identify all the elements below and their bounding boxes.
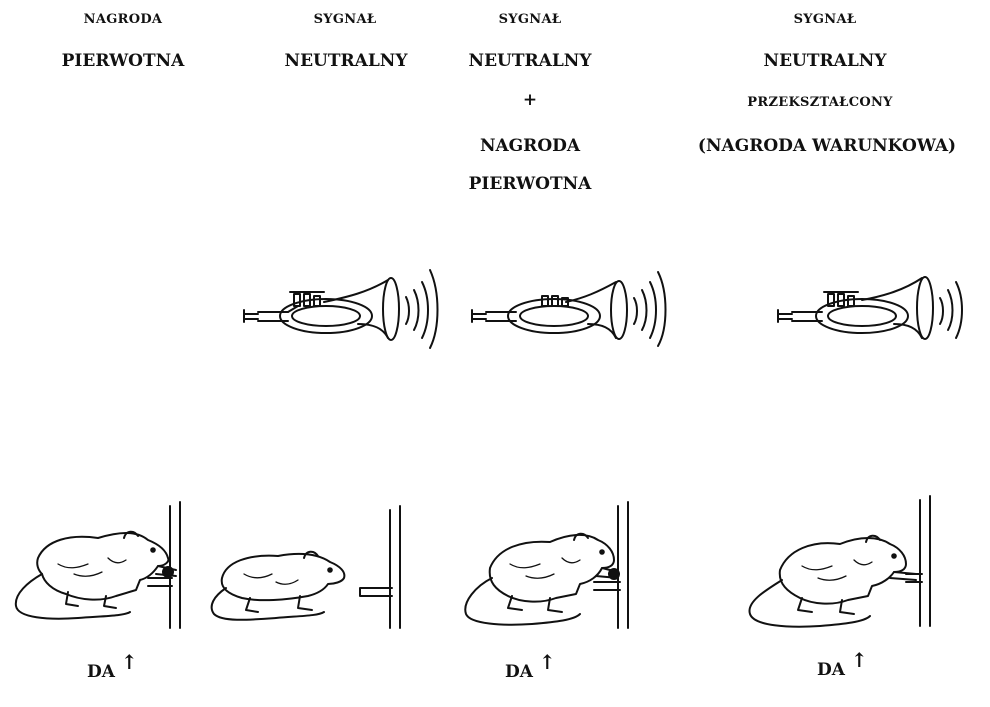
col4-line3: PRZEKSZTAŁCONY <box>700 95 940 110</box>
rat-pressing-lever-icon <box>740 478 940 638</box>
rat-pressing-lever-icon <box>456 478 646 638</box>
trumpet-icon <box>466 262 666 352</box>
trumpet-icon <box>772 262 972 352</box>
col2-line2: NEUTRALNY <box>266 51 426 71</box>
col1-line2: PIERWOTNA <box>48 51 198 71</box>
dopamine-increase-label: DA ↑ <box>87 658 138 682</box>
col4-line2: NEUTRALNY <box>745 51 905 71</box>
dopamine-increase-label: DA ↑ <box>505 658 556 682</box>
dopamine-increase-label: DA ↑ <box>817 656 868 680</box>
col3-line3: + <box>500 90 560 110</box>
col2-line1: SYGNAŁ <box>290 12 400 27</box>
col3-line5: PIERWOTNA <box>450 174 610 194</box>
col4-line4: (NAGRODA WARUNKOWA) <box>668 136 986 156</box>
arrow-up-icon: ↑ <box>539 650 556 674</box>
arrow-up-icon: ↑ <box>851 648 868 672</box>
col3-line2: NEUTRALNY <box>450 51 610 71</box>
col4-line1: SYGNAŁ <box>770 12 880 27</box>
trumpet-icon <box>238 262 438 352</box>
da-label: DA <box>87 662 115 682</box>
arrow-up-icon: ↑ <box>121 650 138 674</box>
da-label: DA <box>505 662 533 682</box>
col3-line1: SYGNAŁ <box>470 12 590 27</box>
rat-idle-icon <box>200 478 410 638</box>
rat-pressing-lever-icon <box>8 478 198 638</box>
col1-line1: NAGRODA <box>68 12 178 27</box>
da-label: DA <box>817 660 845 680</box>
col3-line4: NAGRODA <box>460 136 600 156</box>
